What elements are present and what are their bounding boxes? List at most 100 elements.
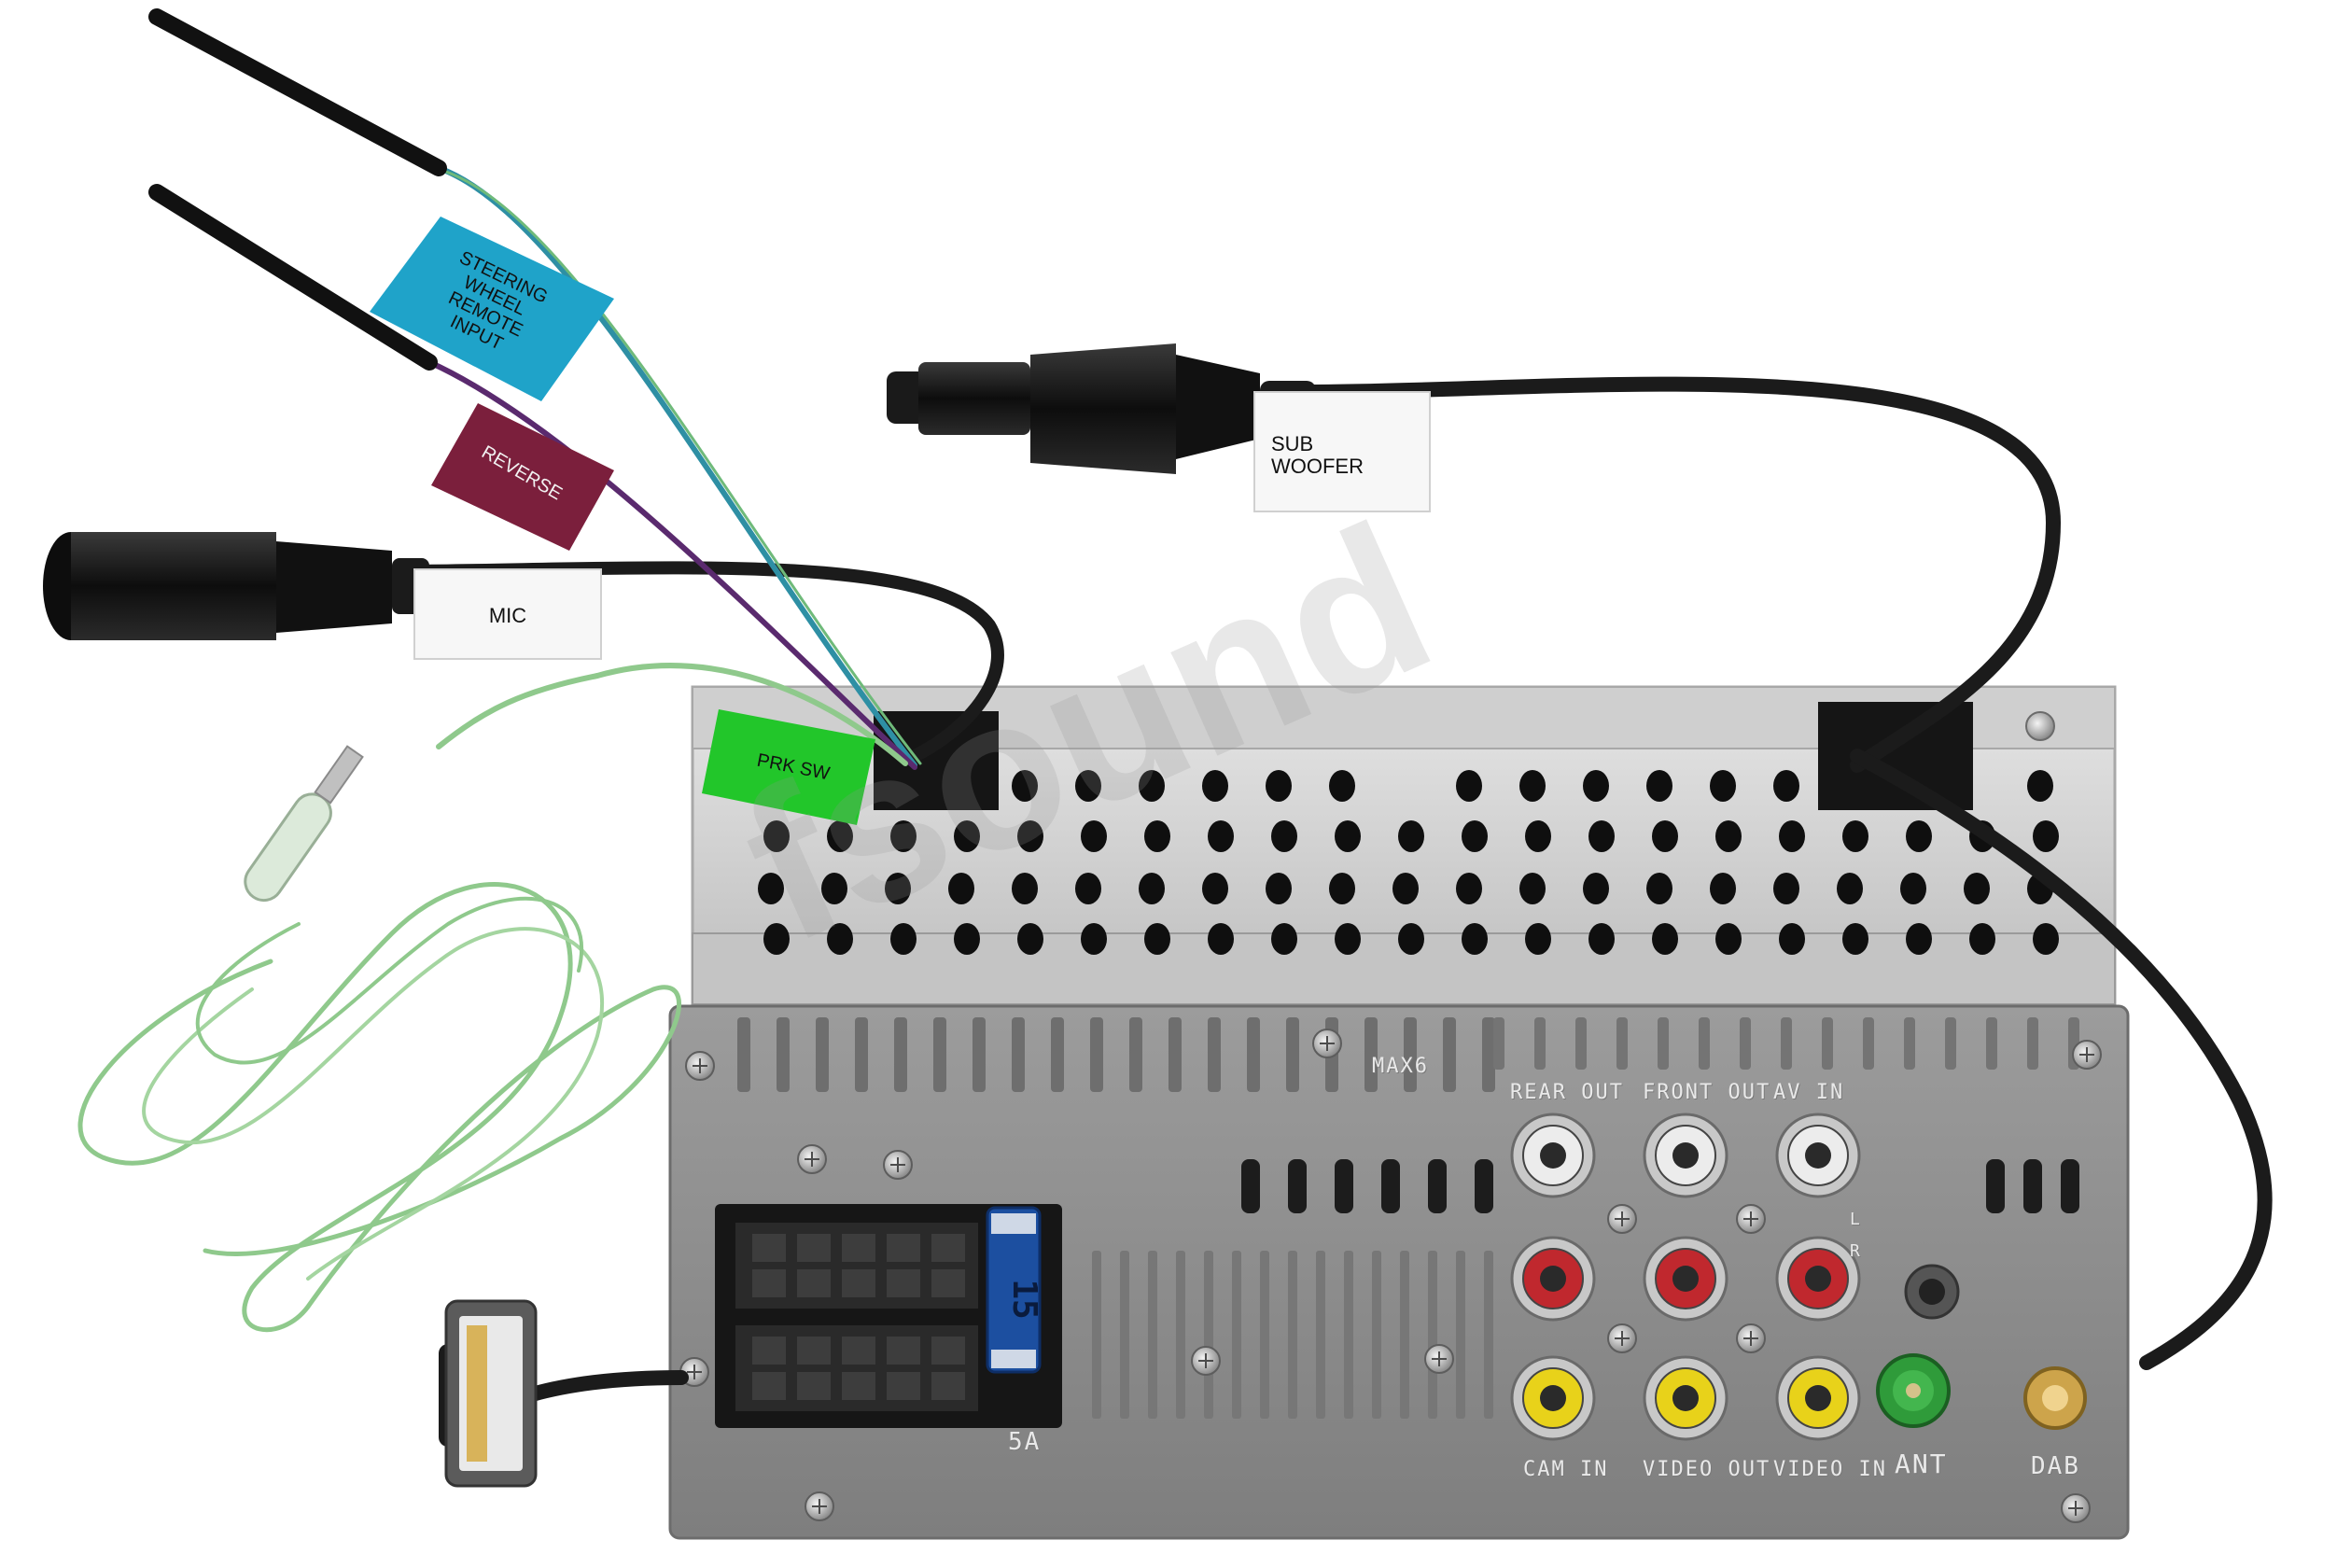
fin [1169, 1017, 1182, 1092]
vent-hole [1715, 820, 1742, 852]
rca-jack-grid [1510, 1113, 1861, 1441]
vent-hole [1969, 923, 1995, 955]
vent-hole [763, 923, 790, 955]
vent-hole [1335, 923, 1361, 955]
vent-hole [890, 820, 917, 852]
vent-hole [1208, 820, 1234, 852]
fin [1699, 1017, 1710, 1070]
vent-hole [1519, 873, 1546, 904]
channel-right-mark: R [1850, 1241, 1862, 1261]
vent-hole [1017, 820, 1043, 852]
reverse-wire [427, 359, 917, 770]
prk-tag-shape [702, 709, 875, 825]
fin [1904, 1017, 1915, 1070]
vent-hole [1335, 820, 1361, 852]
slot-vent [1428, 1159, 1447, 1213]
vent-hole [1900, 873, 1926, 904]
iso-connector [715, 1204, 1062, 1428]
rca-jack-pin [1672, 1266, 1699, 1292]
vent-hole [948, 873, 974, 904]
fin [1482, 1017, 1495, 1092]
dab-mark: DAB [2031, 1452, 2080, 1480]
front-out-mark: FRONT OUT [1643, 1081, 1771, 1104]
vent-hole [1715, 923, 1742, 955]
fin [1176, 1251, 1185, 1419]
cam-in-mark: CAM IN [1523, 1458, 1609, 1481]
usb-lead-cable [1850, 749, 2273, 1370]
vent-hole [1075, 770, 1101, 802]
fin [777, 1017, 790, 1092]
fin [2027, 1017, 2038, 1070]
fin [1344, 1251, 1353, 1419]
fin [1247, 1017, 1260, 1092]
vent-hole [954, 923, 980, 955]
slot-vent [2061, 1159, 2079, 1213]
fin [1863, 1017, 1874, 1070]
fin [1120, 1251, 1129, 1419]
fuse: 15 [986, 1206, 1043, 1374]
vent-hole [1652, 820, 1678, 852]
fin [855, 1017, 868, 1092]
slot-vents [1241, 1159, 2079, 1213]
usb-cable [525, 1370, 689, 1402]
fin [1090, 1017, 1103, 1092]
ventilation-holes [758, 770, 2059, 955]
vent-hole [1017, 923, 1043, 955]
vent-hole [1906, 820, 1932, 852]
fin [1129, 1017, 1142, 1092]
vent-hole [2033, 923, 2059, 955]
fuse-value-label: 15 [1005, 1279, 1043, 1319]
rca-jack-pin [1540, 1142, 1566, 1169]
vent-hole [1779, 923, 1805, 955]
fin [1400, 1251, 1409, 1419]
steering-wire [436, 165, 917, 768]
fin [1012, 1017, 1025, 1092]
slot-vent [1335, 1159, 1353, 1213]
parking-wire-terminal [244, 745, 364, 903]
rca-jack-pin [1805, 1385, 1831, 1411]
fin [1658, 1017, 1669, 1070]
panel-screws [679, 1029, 2102, 1523]
fin [933, 1017, 946, 1092]
vent-hole [1012, 770, 1038, 802]
vent-hole [1525, 820, 1551, 852]
vent-hole [1773, 873, 1799, 904]
rca-jack-pin [1805, 1142, 1831, 1169]
vent-hole [2033, 820, 2059, 852]
vent-hole [1081, 923, 1107, 955]
vent-hole [1456, 873, 1482, 904]
vent-hole [1392, 873, 1419, 904]
reverse-tag-shape [431, 403, 614, 551]
cables [77, 165, 2273, 1402]
mic-label: MIC [488, 603, 527, 627]
fin [1945, 1017, 1956, 1070]
fin [1428, 1251, 1437, 1419]
fin [1092, 1251, 1101, 1419]
channel-left-mark: L [1850, 1210, 1862, 1229]
vent-hole [1519, 770, 1546, 802]
vent-hole [1202, 873, 1228, 904]
fin [816, 1017, 829, 1092]
vent-hole [1646, 770, 1672, 802]
vent-hole [1081, 820, 1107, 852]
rca-jack-pin [1805, 1266, 1831, 1292]
slot-vent [1241, 1159, 1260, 1213]
mic-cable [404, 561, 1004, 763]
vent-hole [827, 923, 853, 955]
fin [1404, 1017, 1417, 1092]
ant-mark: ANT [1895, 1449, 1948, 1479]
vent-hole [821, 873, 847, 904]
vent-hole [1208, 923, 1234, 955]
antenna-connector [1876, 1264, 1960, 1428]
fin [737, 1017, 750, 1092]
sub-woofer-label: SUB WOOFER [1271, 431, 1364, 478]
fin [1534, 1017, 1546, 1070]
vent-hole [1646, 873, 1672, 904]
fin [1260, 1251, 1269, 1419]
wire-ends [148, 8, 447, 371]
fin [973, 1017, 986, 1092]
fin [1286, 1017, 1299, 1092]
vent-hole [1710, 770, 1736, 802]
screw-icon [2025, 711, 2055, 741]
cooling-fins-bottom [1092, 1251, 1493, 1419]
